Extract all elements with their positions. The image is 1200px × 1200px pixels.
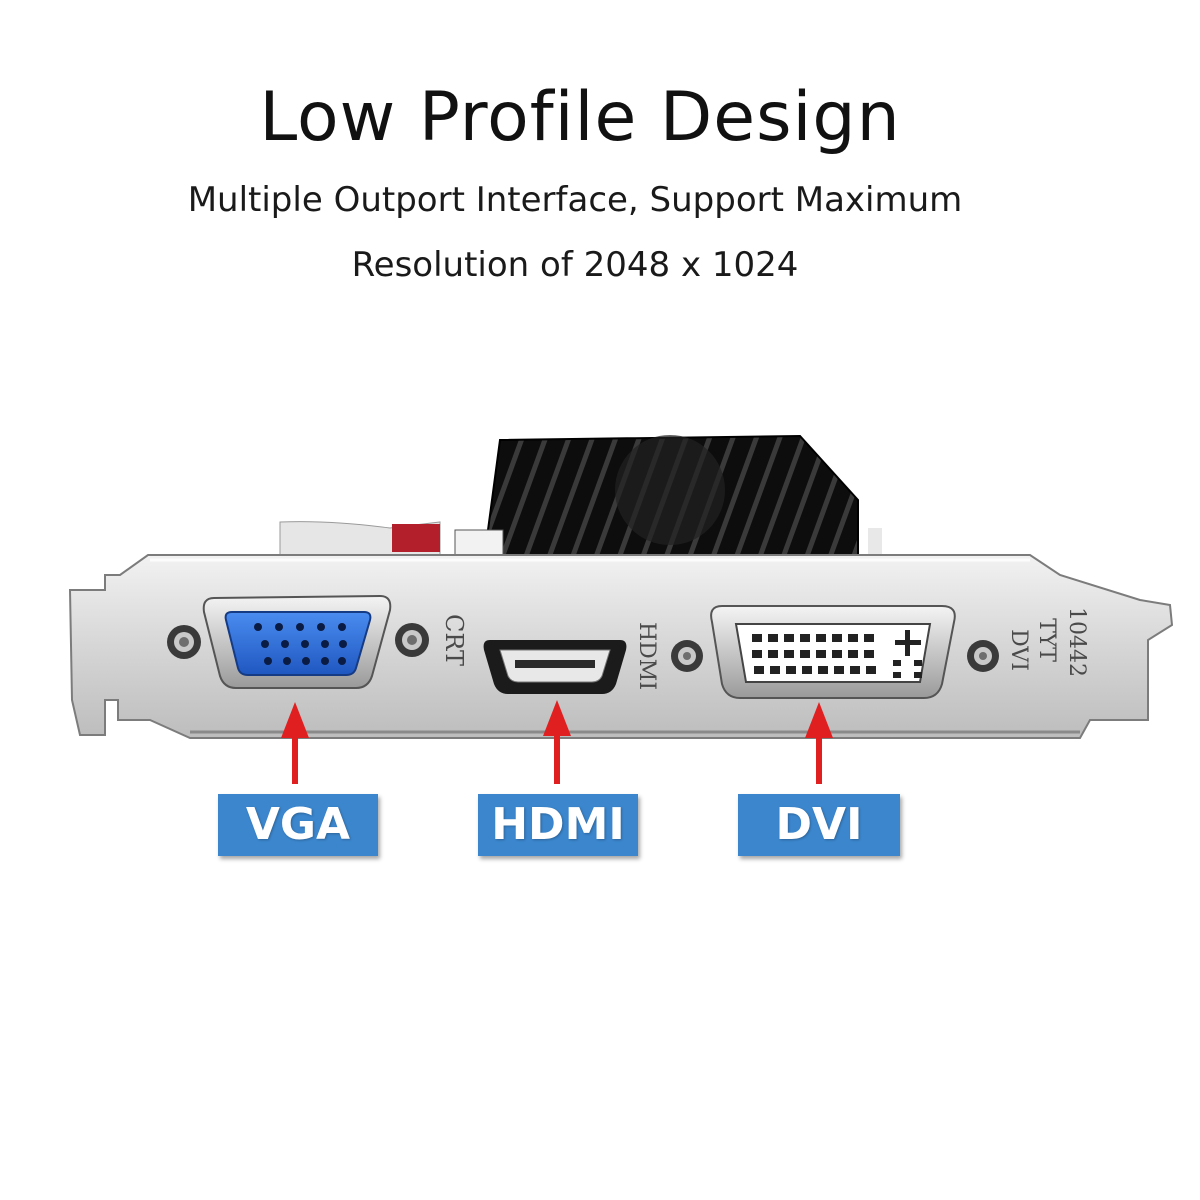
page-title: Low Profile Design — [259, 78, 901, 157]
dvi-silkscreen-mark: DVI — [1006, 629, 1031, 671]
vga-screw-right — [395, 623, 429, 657]
vga-label: VGA — [218, 794, 378, 856]
dvi-port — [710, 605, 956, 699]
vga-silkscreen-mark: CRT — [440, 614, 468, 666]
dvi-screw-left — [671, 640, 703, 672]
vga-port — [202, 594, 392, 689]
hdmi-silkscreen-mark: HDMI — [634, 622, 659, 690]
ribbon-cable — [279, 521, 882, 558]
subtitle-line-2: Resolution of 2048 x 1024 — [351, 245, 799, 285]
dvi-screw-right — [967, 640, 999, 672]
hdmi-arrow — [543, 700, 571, 784]
vga-screw-left — [167, 625, 201, 659]
subtitle-line-1: Multiple Outport Interface, Support Maxi… — [187, 180, 963, 220]
bracket-code-line-2: 10442 — [1064, 607, 1089, 677]
vga-arrow — [281, 702, 309, 784]
heatsink — [482, 434, 859, 561]
bracket-code-line-1: TYT — [1034, 618, 1059, 662]
hdmi-label: HDMI — [478, 794, 638, 856]
dvi-label: DVI — [738, 794, 900, 856]
dvi-arrow — [805, 702, 833, 784]
hdmi-port — [483, 640, 627, 694]
